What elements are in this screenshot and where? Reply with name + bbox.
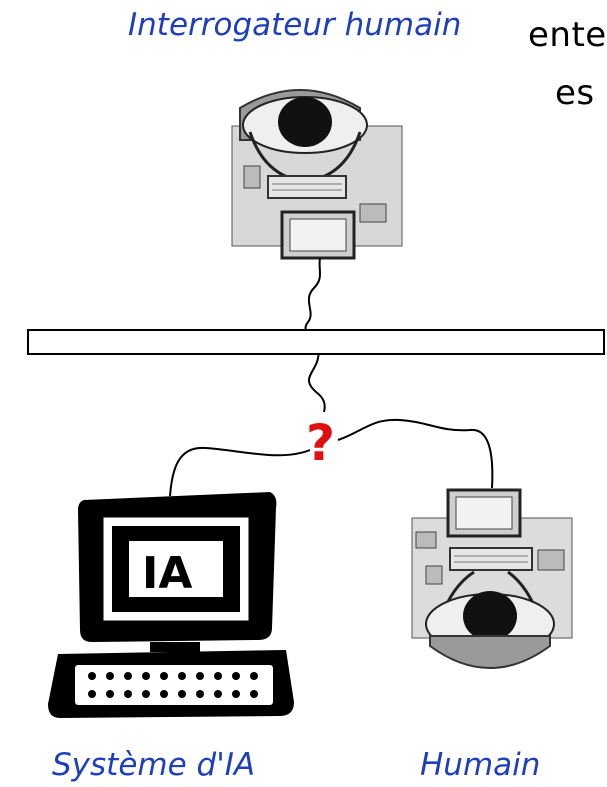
interrogator-figure — [232, 90, 402, 258]
human-cable — [338, 420, 492, 488]
ai-system-label: Système d'IA — [52, 750, 255, 781]
interrogator-label: Interrogateur humain — [128, 10, 461, 41]
question-mark: ? — [306, 414, 335, 472]
ai-computer: IA — [48, 492, 294, 718]
separator-wall — [28, 330, 604, 354]
human-figure — [412, 490, 572, 668]
human-label: Humain — [420, 750, 540, 781]
ia-screen-text: IA — [142, 548, 192, 599]
ai-cable — [170, 448, 310, 496]
